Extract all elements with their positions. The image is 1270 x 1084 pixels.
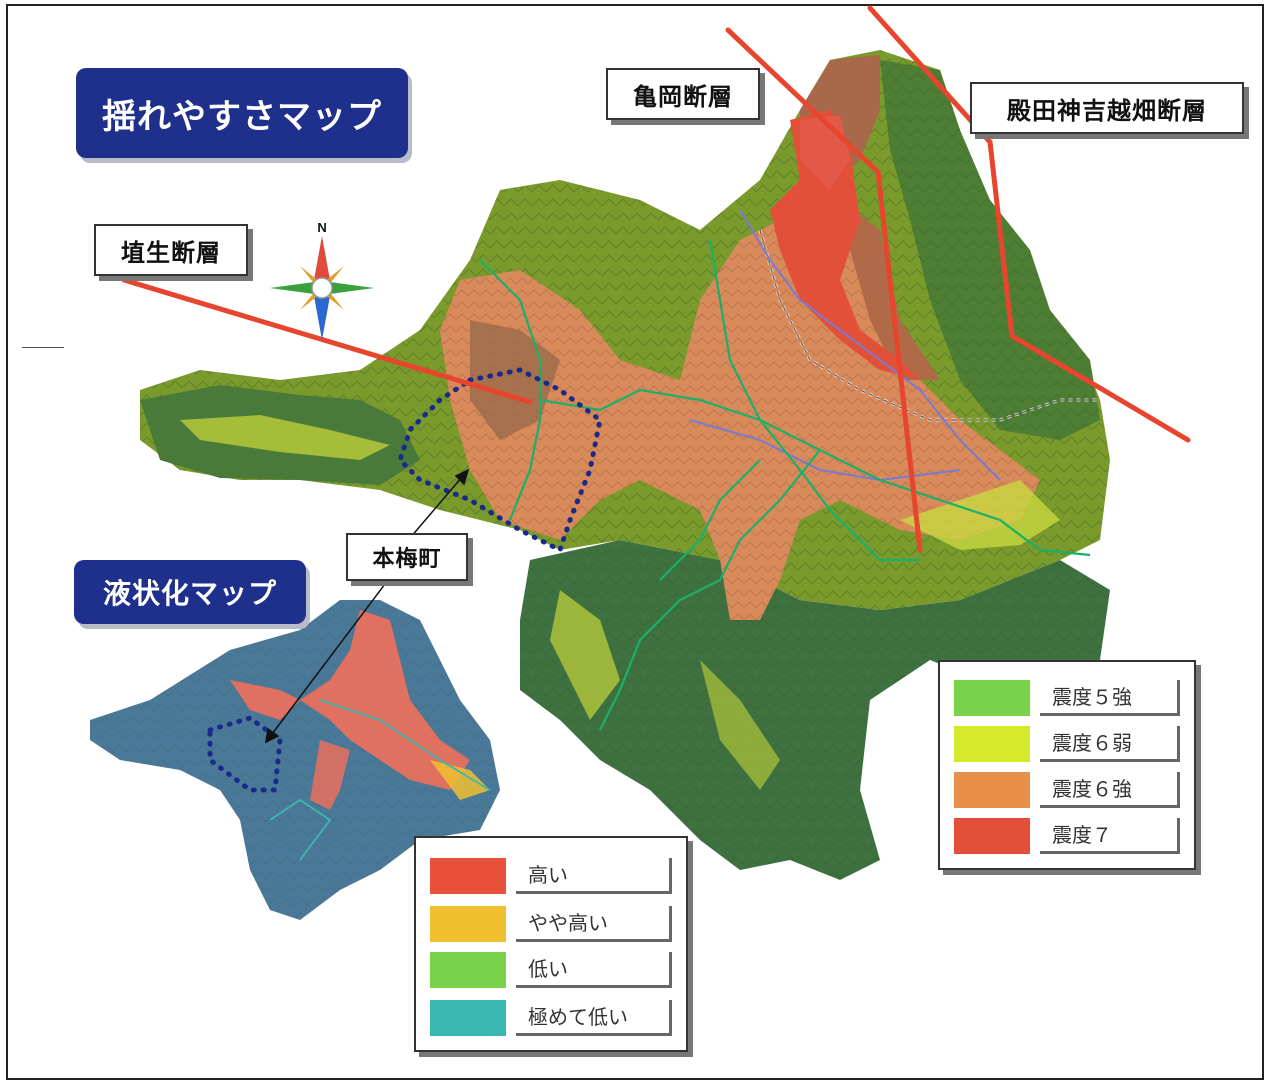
fault-lines — [121, 5, 1191, 553]
intensity-7-zone — [770, 110, 920, 380]
legend-label: 震度６弱 — [1040, 726, 1180, 762]
road-network — [479, 239, 1091, 731]
hanyu-fault-line — [121, 277, 533, 405]
pointer-arrows — [265, 468, 470, 744]
honme-outline-small — [207, 715, 283, 793]
liquefaction-high-zone — [300, 610, 470, 790]
map-frame — [6, 4, 1264, 1080]
legend-label: 低い — [516, 952, 672, 988]
legend-label: 極めて低い — [516, 1000, 672, 1036]
liquefaction-legend-row: 高い — [430, 858, 672, 894]
legend-swatch — [954, 818, 1030, 854]
legend-label: 震度６強 — [1040, 772, 1180, 808]
shake-map-title-text: 揺れやすさマップ — [102, 96, 382, 137]
legend-label: 震度５強 — [1040, 680, 1180, 716]
shake-legend-row: 震度７ — [954, 818, 1180, 854]
honme-town-text: 本梅町 — [372, 547, 442, 572]
kameoka-fault-text: 亀岡断層 — [633, 82, 733, 111]
kameoka-fault-line — [725, 27, 923, 553]
liquefaction-legend: 高い やや高い 低い 極めて低い — [414, 836, 688, 1052]
honme-town-label: 本梅町 — [346, 533, 468, 581]
legend-label: 高い — [516, 858, 672, 894]
compass-rose: N — [270, 220, 374, 340]
hanyu-fault-label: 埴生断層 — [94, 224, 248, 276]
legend-label: 震度７ — [1040, 818, 1180, 854]
hanyu-fault-text: 埴生断層 — [121, 238, 221, 267]
shake-legend-row: 震度６強 — [954, 772, 1180, 808]
liquefaction-legend-row: 極めて低い — [430, 1000, 672, 1036]
shake-legend-row: 震度５強 — [954, 680, 1180, 716]
liquefaction-map-title-text: 液状化マップ — [102, 577, 277, 610]
legend-label: やや高い — [516, 906, 672, 942]
legend-swatch — [954, 680, 1030, 716]
legend-swatch — [430, 858, 506, 894]
kameoka-fault-label: 亀岡断層 — [606, 68, 760, 120]
liquefaction-legend-row: やや高い — [430, 906, 672, 942]
legend-swatch — [430, 952, 506, 988]
tonoda-fault-line — [867, 5, 1191, 443]
tonoda-fault-text: 殿田神吉越畑断層 — [1007, 96, 1207, 125]
shake-legend: 震度５強 震度６弱 震度６強 震度７ — [938, 660, 1196, 870]
compass-north-label: N — [317, 220, 326, 235]
legend-swatch — [954, 772, 1030, 808]
liquefaction-legend-row: 低い — [430, 952, 672, 988]
legend-swatch — [430, 906, 506, 942]
liquefaction-map-title: 液状化マップ — [74, 560, 306, 624]
shake-legend-row: 震度６弱 — [954, 726, 1180, 762]
tonoda-fault-label: 殿田神吉越畑断層 — [970, 82, 1244, 134]
shake-map-title: 揺れやすさマップ — [76, 68, 408, 158]
legend-swatch — [430, 1000, 506, 1036]
divider-mark — [22, 347, 64, 348]
legend-swatch — [954, 726, 1030, 762]
